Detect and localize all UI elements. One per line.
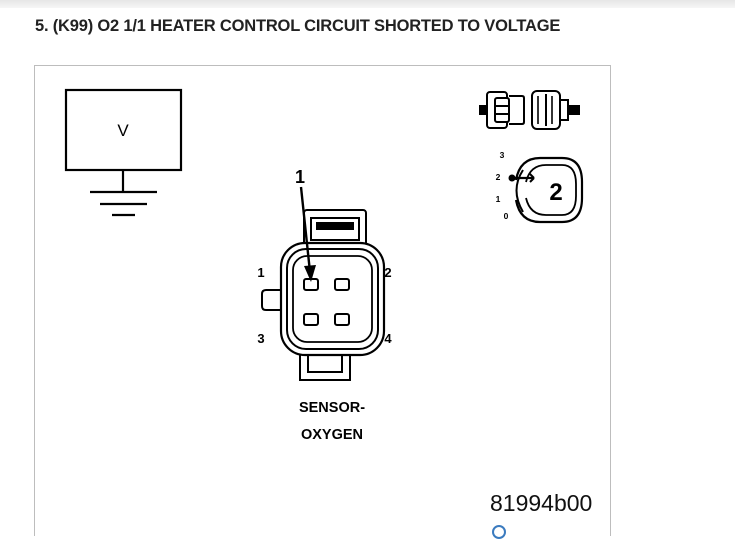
oxygen-sensor-connector-icon xyxy=(261,209,386,381)
step-title: 5. (K99) O2 1/1 HEATER CONTROL CIRCUIT S… xyxy=(35,17,561,35)
ignition-position-1: 1 xyxy=(496,194,501,204)
pin-label-3: 3 xyxy=(257,331,264,346)
pin-label-1: 1 xyxy=(257,265,264,280)
ground-icon xyxy=(90,170,157,217)
pin-label-2: 2 xyxy=(384,265,391,280)
connector-name-line2: OXYGEN xyxy=(301,427,363,443)
ignition-position-0: 0 xyxy=(504,211,509,221)
connector-name-line1: SENSOR- xyxy=(299,400,365,416)
disconnect-connector-icon xyxy=(479,90,580,130)
top-bar xyxy=(0,0,735,8)
pin-callout-arrow-icon xyxy=(299,186,316,282)
ignition-selected-position: 2 xyxy=(549,179,562,206)
voltmeter-symbol: V xyxy=(117,121,129,140)
ignition-position-2: 2 xyxy=(496,172,501,182)
ignition-switch-icon xyxy=(508,156,584,224)
pin-label-4: 4 xyxy=(384,331,392,346)
pin-callout-number: 1 xyxy=(295,167,305,187)
scroll-indicator-icon[interactable] xyxy=(492,525,506,539)
ignition-position-3: 3 xyxy=(500,150,505,160)
figure-id: 81994b00 xyxy=(490,490,593,516)
voltmeter-icon: V xyxy=(64,88,183,172)
